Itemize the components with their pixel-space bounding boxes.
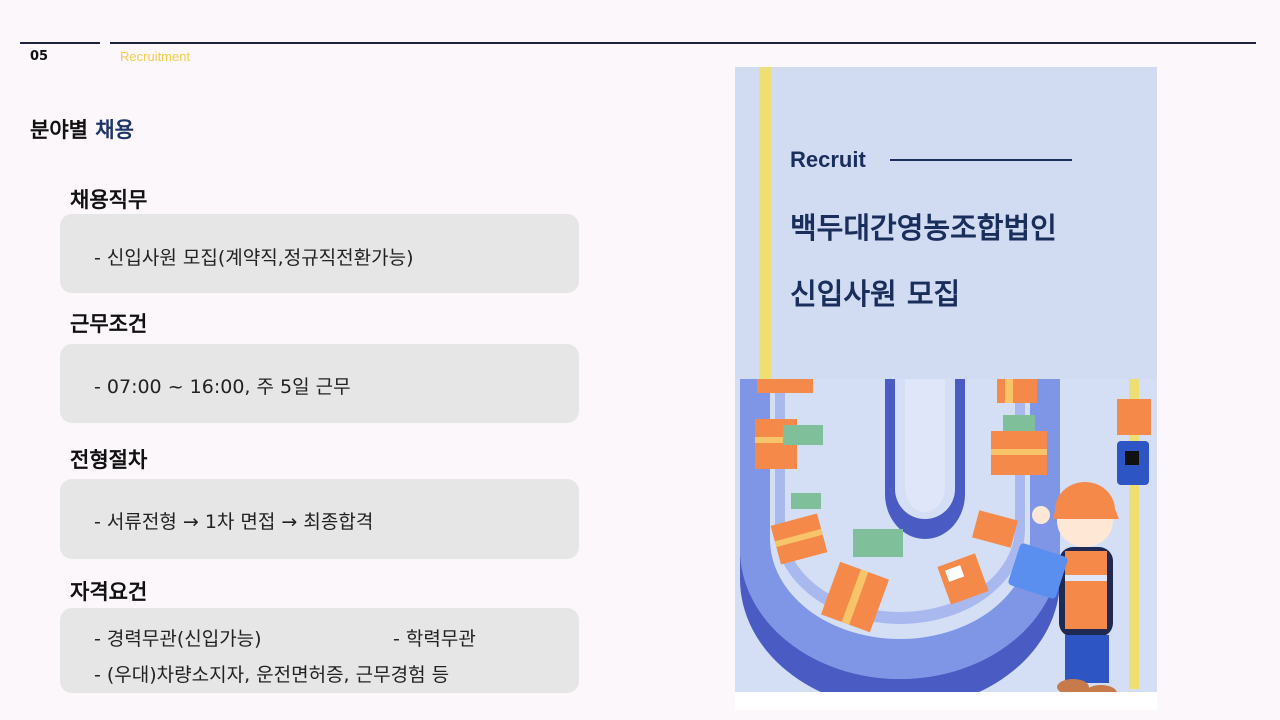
header-rule-right bbox=[110, 42, 1256, 44]
qualification-line-education: - 학력무관 bbox=[393, 628, 476, 650]
section-heading-conditions: 근무조건 bbox=[70, 312, 148, 336]
conditions-line: - 07:00 ~ 16:00, 주 5일 근무 bbox=[94, 376, 351, 398]
qualification-line-experience: - 경력무관(신입가능) bbox=[94, 628, 262, 650]
poster-header-panel bbox=[735, 67, 1157, 379]
poster-yellow-accent-bar bbox=[759, 67, 771, 379]
recruit-poster: Recruit 백두대간영농조합법인 신입사원 모집 bbox=[735, 67, 1157, 710]
conveyor-worker-illustration bbox=[735, 379, 1157, 710]
section-label: Recruitment bbox=[120, 49, 191, 64]
section-heading-qualifications: 자격요건 bbox=[70, 580, 148, 604]
robot-arm-icon bbox=[1117, 399, 1151, 435]
page-number: 05 bbox=[30, 49, 49, 64]
page-title-accent: 채용 bbox=[95, 118, 134, 142]
header-rule-left bbox=[20, 42, 100, 44]
qualification-line-preferred: - (우대)차량소지자, 운전면허증, 근무경험 등 bbox=[94, 664, 450, 686]
section-box-job: - 신입사원 모집(계약직,정규직전환가능) bbox=[60, 214, 579, 293]
page-title-part1: 분야별 bbox=[30, 118, 96, 142]
job-line: - 신입사원 모집(계약직,정규직전환가능) bbox=[94, 247, 414, 269]
section-box-process: - 서류전형 → 1차 면접 → 최종합격 bbox=[60, 479, 579, 559]
process-line: - 서류전형 → 1차 면접 → 최종합격 bbox=[94, 511, 374, 533]
poster-bottom-strip bbox=[735, 692, 1157, 710]
section-box-conditions: - 07:00 ~ 16:00, 주 5일 근무 bbox=[60, 344, 579, 423]
yellow-post bbox=[1129, 379, 1139, 689]
poster-title-recruit: 신입사원 모집 bbox=[790, 277, 961, 311]
page-title: 분야별 채용 bbox=[30, 114, 134, 144]
poster-title-company: 백두대간영농조합법인 bbox=[790, 211, 1057, 245]
video-call-icon bbox=[783, 425, 823, 445]
section-heading-job: 채용직무 bbox=[70, 188, 148, 212]
section-box-qualifications: - 경력무관(신입가능) - 학력무관 - (우대)차량소지자, 운전면허증, … bbox=[60, 608, 579, 693]
worker-character-icon bbox=[1008, 482, 1119, 701]
poster-recruit-rule bbox=[890, 159, 1072, 161]
poster-recruit-word: Recruit bbox=[790, 147, 866, 172]
section-heading-process: 전형절차 bbox=[70, 448, 148, 472]
